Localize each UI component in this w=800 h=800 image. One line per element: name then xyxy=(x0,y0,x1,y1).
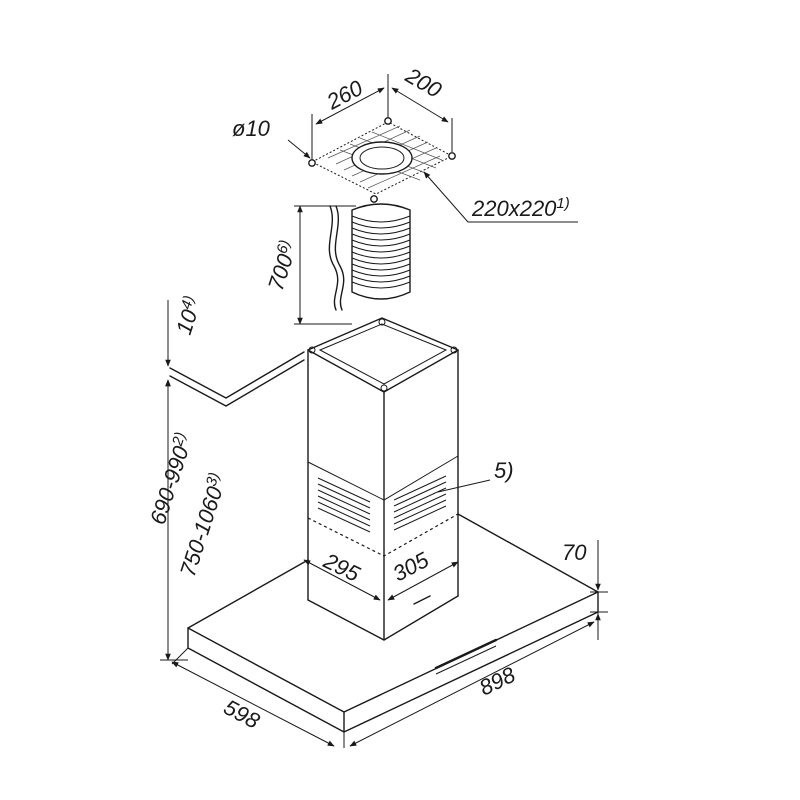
label-opening-size: 220x2201) xyxy=(471,195,570,221)
ceiling-mount-bracket xyxy=(308,117,456,203)
power-cable xyxy=(328,205,339,311)
label-chimney-width: 295 xyxy=(319,548,365,587)
label-bolt-diameter: ø10 xyxy=(232,116,271,141)
label-height-range-1: 690-9902) xyxy=(144,430,198,528)
label-ceiling-offset: 104) xyxy=(170,294,206,338)
label-chimney-depth: 305 xyxy=(389,547,434,587)
label-bracket-width: 260 xyxy=(322,75,368,115)
label-vent-note: 5) xyxy=(494,458,514,483)
label-hood-height: 70 xyxy=(562,540,587,565)
label-duct-length: 7006) xyxy=(262,238,302,294)
label-hood-depth: 598 xyxy=(220,694,265,734)
dimension-lines xyxy=(160,74,608,748)
label-height-range-2: 750-10603) xyxy=(174,470,232,579)
chimney xyxy=(307,317,459,641)
ceiling-line xyxy=(169,351,305,399)
hood-canopy xyxy=(187,513,599,733)
flexible-duct xyxy=(351,203,411,300)
